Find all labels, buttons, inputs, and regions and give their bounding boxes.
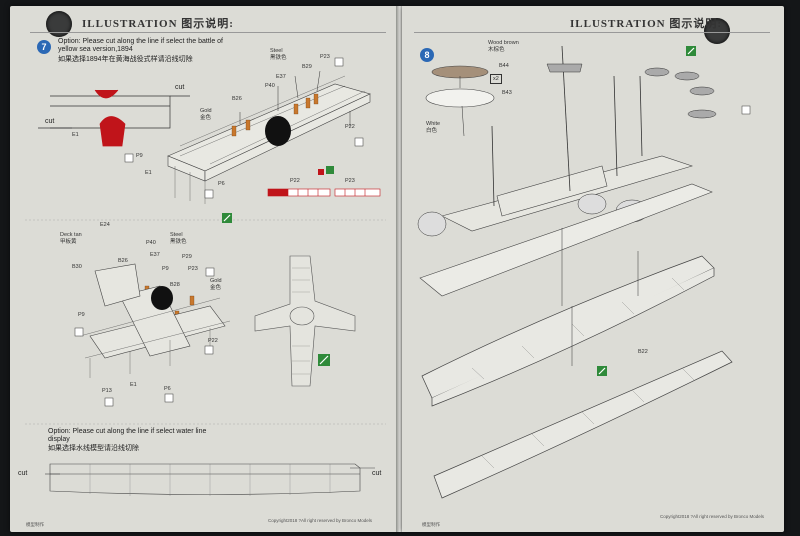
part-p22-b: P22 — [290, 178, 300, 184]
gold-label: Gold — [200, 108, 212, 114]
cut-label-waterline-left: cut — [18, 470, 28, 477]
wood-brown-label: Wood brown — [488, 40, 519, 46]
option-note-2-zh: 如果选择水线模型请沿线切除 — [48, 445, 139, 452]
wood-brown-label-zh: 木棕色 — [488, 47, 505, 53]
part-p22-c: P22 — [208, 338, 218, 344]
part-b30: B30 — [72, 264, 82, 270]
gold-label-2-zh: 金色 — [210, 285, 222, 291]
part-b43: B43 — [502, 90, 512, 96]
part-p40: P40 — [265, 83, 275, 89]
binder-hole-right — [704, 18, 730, 44]
part-e1-b: E1 — [145, 170, 152, 176]
part-p23-b: P23 — [345, 178, 355, 184]
gold-label-2: Gold — [210, 278, 222, 284]
part-p22: P22 — [345, 124, 355, 130]
part-b26: B26 — [232, 96, 242, 102]
step-8-drawing — [417, 45, 751, 499]
steel-label-2-zh: 黑铁色 — [170, 239, 187, 245]
part-e37: E37 — [276, 74, 286, 80]
part-p13: P13 — [102, 388, 112, 394]
part-e1: E1 — [72, 132, 79, 138]
part-p9: P9 — [136, 153, 143, 159]
white-label: White — [426, 121, 441, 127]
steel-label-zh: 黑铁色 — [270, 55, 287, 61]
part-p23-c: P23 — [188, 266, 198, 272]
right-footer: 模型制作 — [422, 522, 440, 527]
option-note-1: Option: Please cut along the line if sel… — [58, 38, 223, 53]
step-7-badge: 7 — [37, 40, 51, 54]
steel-label: Steel — [270, 48, 283, 54]
right-page: ILLUSTRATION 图示说明: 8 — [402, 6, 784, 532]
part-b44: B44 — [499, 63, 509, 69]
part-p6-b: P6 — [164, 386, 171, 392]
part-b26-b: B26 — [118, 258, 128, 264]
part-p9-b: P9 — [162, 266, 169, 272]
part-p23: P23 — [320, 54, 330, 60]
gold-label-zh: 金色 — [200, 115, 212, 121]
part-e24: E24 — [100, 222, 110, 228]
option-note-1-zh: 如果选择1894年在黄海战役式样请沿线切除 — [58, 56, 193, 63]
left-header: ILLUSTRATION 图示说明: — [82, 18, 234, 30]
part-b29: B29 — [302, 64, 312, 70]
left-footer: 模型制作 — [26, 522, 44, 527]
header-rule-right — [414, 32, 770, 33]
option-note-2: Option: Please cut along the line if sel… — [48, 428, 207, 443]
cut-label-waterline-right: cut — [372, 470, 382, 477]
part-p6: P6 — [218, 181, 225, 187]
part-p9-c: P9 — [78, 312, 85, 318]
left-page: ILLUSTRATION 图示说明: 7 Option: Please cut … — [10, 6, 398, 532]
part-e37-b: E37 — [150, 252, 160, 258]
book-spine — [396, 6, 404, 532]
steel-label-2: Steel — [170, 232, 183, 238]
qty-x2: x2 — [490, 74, 502, 84]
part-b28: B28 — [170, 282, 180, 288]
left-copyright: Copyright2018 ?All right reserved by Bro… — [268, 518, 373, 523]
step-7-drawing — [25, 57, 386, 496]
part-b22: B22 — [638, 349, 648, 355]
part-p40-b: P40 — [146, 240, 156, 246]
white-label-zh: 白色 — [426, 128, 438, 134]
part-e1-c: E1 — [130, 382, 137, 388]
cut-label-left: cut — [45, 118, 55, 125]
part-p29: P29 — [182, 254, 192, 260]
step-8-badge: 8 — [420, 48, 434, 62]
deck-tan-label: Deck tan — [60, 232, 82, 238]
cut-label-top: cut — [175, 84, 185, 91]
deck-tan-label-zh: 甲板黄 — [60, 239, 77, 245]
right-header: ILLUSTRATION 图示说明: — [570, 18, 722, 30]
right-copyright: Copyright2018 ?All right reserved by Bro… — [660, 514, 765, 519]
header-rule — [30, 32, 386, 33]
